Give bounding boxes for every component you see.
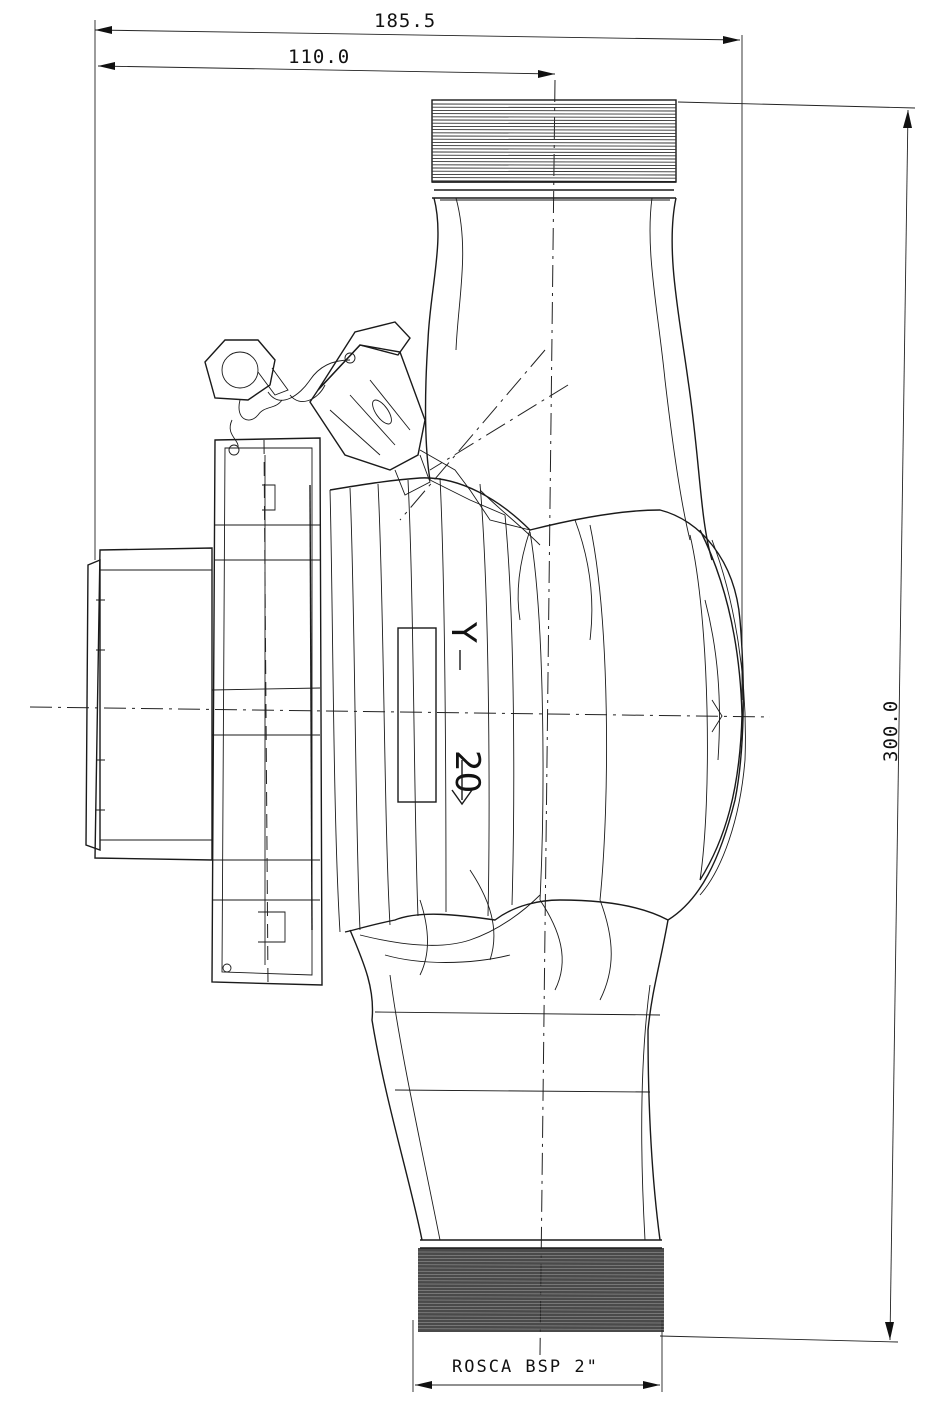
thread-line	[417, 1264, 665, 1266]
thread-line	[417, 1315, 665, 1317]
thread-line	[417, 1328, 665, 1330]
thread-line	[417, 1309, 665, 1311]
thread-line	[431, 132, 677, 134]
dimension-total-width: 185.5	[94, 10, 743, 700]
thread-line	[431, 116, 677, 118]
thread-line	[417, 1277, 665, 1279]
thread-line	[417, 1290, 665, 1292]
body-letter-marking: Y	[443, 621, 483, 643]
thread-line	[431, 125, 677, 128]
dimension-center-offset: 110.0	[97, 46, 556, 78]
label-plate	[397, 627, 437, 803]
dimension-height-label: 300.0	[880, 700, 902, 762]
register-head	[85, 437, 323, 986]
dimension-total-width-label: 185.5	[374, 10, 436, 32]
thread-line	[431, 167, 677, 170]
thread-line	[431, 103, 677, 106]
thread-line	[431, 148, 677, 150]
lower-neck	[349, 919, 669, 1241]
center-lines	[29, 79, 771, 1356]
dimension-height: 300.0	[659, 101, 916, 1343]
thread-line	[431, 170, 677, 173]
thread-line	[417, 1270, 665, 1273]
upper-neck	[424, 197, 713, 561]
bottom-thread	[417, 1239, 665, 1332]
thread-line	[417, 1296, 665, 1298]
thread-line	[417, 1318, 665, 1321]
body-size-marking: 20	[447, 750, 487, 793]
thread-line	[417, 1280, 665, 1282]
thread-line	[417, 1251, 665, 1253]
meter-body	[329, 477, 746, 1001]
dimension-thread: ROSCA BSP 2"	[412, 1320, 663, 1392]
thread-line	[417, 1322, 665, 1324]
thread-line	[431, 119, 677, 122]
thread-line	[431, 109, 677, 112]
thread-line	[431, 161, 677, 163]
thread-line	[417, 1258, 665, 1260]
thread-line	[431, 154, 677, 157]
thread-line	[431, 138, 677, 141]
thread-line	[417, 1312, 665, 1314]
thread-line	[431, 113, 677, 115]
thread-line	[417, 1299, 665, 1301]
thread-line	[417, 1267, 665, 1269]
thread-line	[417, 1283, 665, 1285]
thread-line	[431, 164, 677, 166]
thread-line	[431, 151, 677, 154]
thread-line	[431, 141, 677, 144]
thread-line	[417, 1293, 665, 1295]
body-marking: 20 Y	[443, 621, 487, 806]
thread-spec-label: ROSCA BSP 2"	[452, 1357, 599, 1377]
dimension-center-offset-label: 110.0	[288, 46, 350, 68]
thread-line	[417, 1306, 665, 1308]
seal-hole-icon	[222, 963, 232, 973]
thread-line	[431, 106, 677, 109]
seal-assembly	[204, 321, 531, 531]
thread-line	[417, 1261, 665, 1263]
thread-line	[417, 1302, 665, 1305]
thread-line	[431, 135, 677, 138]
thread-line	[431, 173, 677, 176]
thread-line	[417, 1325, 665, 1327]
thread-line	[417, 1274, 665, 1276]
thread-line	[417, 1254, 665, 1257]
thread-line	[431, 145, 677, 147]
thread-line	[431, 122, 677, 125]
thread-line	[431, 129, 677, 131]
thread-line	[431, 157, 677, 160]
thread-line	[431, 180, 677, 182]
thread-line	[417, 1286, 665, 1289]
thread-line	[431, 177, 677, 179]
top-thread	[431, 99, 677, 199]
